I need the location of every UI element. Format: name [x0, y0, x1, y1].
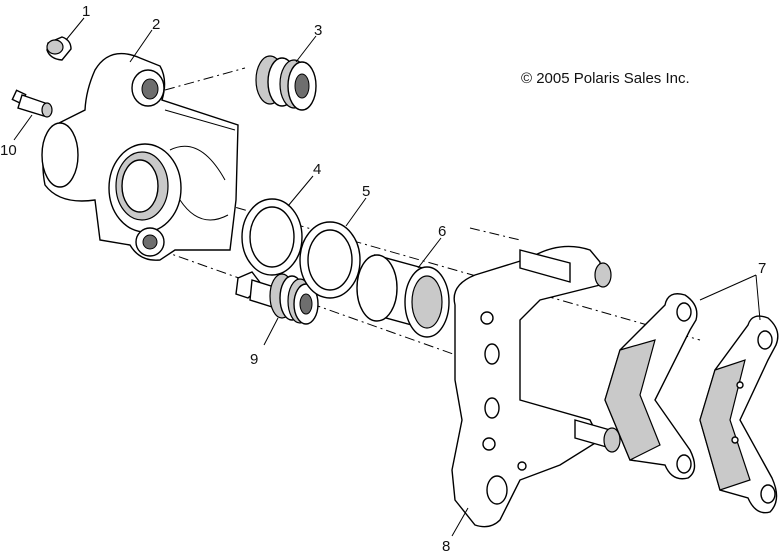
caliper-body-part-2 — [41, 52, 239, 261]
callout-6: 6 — [438, 223, 446, 240]
copyright-notice: © 2005 Polaris Sales Inc. — [521, 70, 690, 87]
callout-8: 8 — [442, 538, 450, 554]
leader-lines — [13, 17, 761, 537]
piston-seal-part-4 — [241, 198, 303, 276]
callout-3: 3 — [314, 22, 322, 39]
callout-1: 1 — [82, 3, 90, 20]
callout-4: 4 — [313, 161, 321, 178]
dust-seal-part-5 — [299, 221, 361, 299]
mounting-bracket-part-8 — [451, 245, 621, 528]
callout-5: 5 — [362, 183, 370, 200]
bleeder-screw-part-10 — [11, 89, 53, 118]
bushing-part-1 — [46, 36, 72, 61]
callout-2: 2 — [152, 16, 160, 33]
dust-boot-part-3 — [255, 55, 317, 111]
piston-part-6 — [356, 254, 450, 338]
brake-pads-part-7 — [604, 293, 779, 514]
callout-7: 7 — [758, 260, 766, 277]
callout-9: 9 — [250, 351, 258, 368]
callout-10: 10 — [0, 142, 17, 159]
guide-pin-part-9 — [235, 271, 319, 325]
